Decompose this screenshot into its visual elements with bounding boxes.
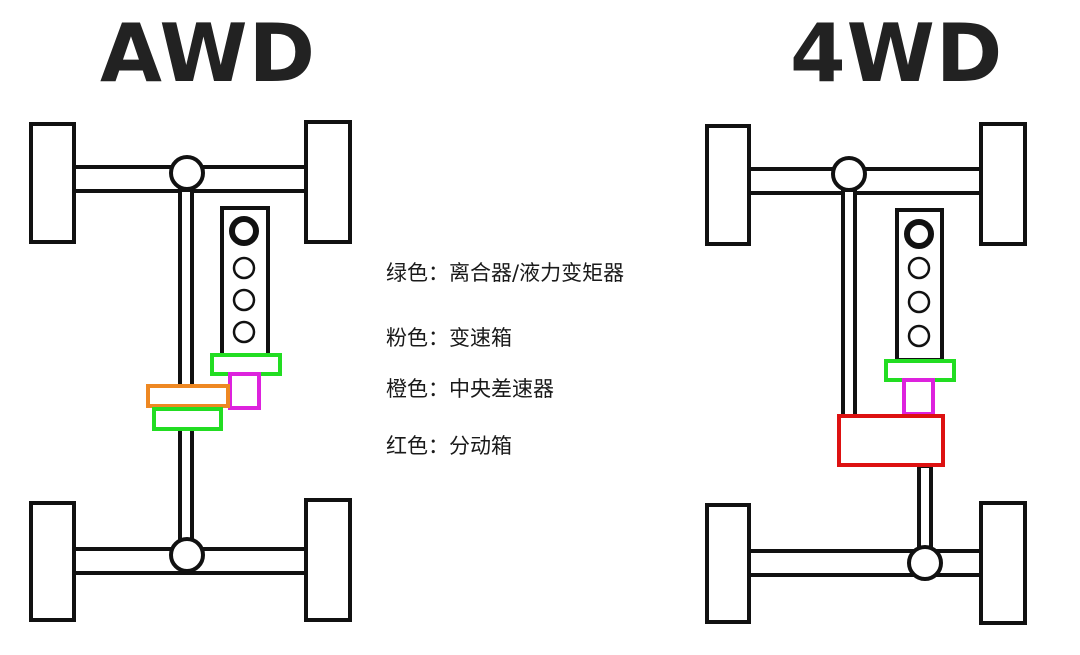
awd-front-differential (169, 155, 205, 191)
4wd-front-right-wheel (979, 122, 1027, 246)
4wd-front-driveshaft (841, 188, 857, 418)
4wd-front-left-wheel (705, 124, 751, 246)
4wd-rear-differential (907, 545, 943, 581)
4wd-transfer-case (837, 414, 945, 467)
4wd-rear-left-wheel (705, 503, 751, 624)
awd-cylinder (232, 288, 256, 312)
4wd-cylinder (907, 256, 931, 280)
4wd-rear-axle (746, 549, 986, 577)
awd-cylinder (232, 320, 256, 344)
awd-drivetrain (29, 120, 352, 622)
4wd-rear-driveshaft (917, 464, 933, 554)
legend-separator: ： (428, 377, 449, 401)
awd-center-differential (146, 384, 230, 408)
legend-meaning: 离合器/液力变矩器 (449, 261, 625, 285)
4wd-front-differential (831, 156, 867, 192)
awd-cylinder (229, 216, 259, 246)
awd-clutch-torque-converter (210, 353, 282, 376)
legend-item-green: 绿色：离合器/液力变矩器 (386, 257, 624, 287)
awd-center-clutch (152, 407, 223, 431)
awd-driveshaft-front (178, 188, 194, 388)
legend-color-name: 粉色 (386, 326, 428, 350)
4wd-cylinder (904, 219, 934, 249)
legend-item-pink: 粉色：变速箱 (386, 322, 512, 352)
4wd-clutch-torque-converter (884, 359, 956, 382)
4wd-cylinder (907, 290, 931, 314)
4wd-transmission (902, 378, 935, 416)
awd-driveshaft-rear (178, 427, 194, 553)
legend-separator: ： (428, 261, 449, 285)
legend-color-name: 绿色 (386, 261, 428, 285)
legend-meaning: 变速箱 (449, 326, 512, 350)
awd-rear-left-wheel (29, 501, 76, 622)
awd-rear-differential (169, 537, 205, 573)
4wd-title: 4WD (790, 7, 1004, 100)
awd-front-left-wheel (29, 122, 76, 244)
legend-color-name: 橙色 (386, 377, 428, 401)
4wd-cylinder (907, 324, 931, 348)
legend-meaning: 中央差速器 (449, 377, 554, 401)
legend-meaning: 分动箱 (449, 434, 512, 458)
legend-separator: ： (428, 434, 449, 458)
awd-transmission (228, 372, 261, 410)
awd-rear-right-wheel (304, 498, 352, 622)
awd-front-right-wheel (304, 120, 352, 244)
4wd-rear-right-wheel (979, 501, 1027, 625)
legend-item-orange: 橙色：中央差速器 (386, 373, 554, 403)
4wd-drivetrain (705, 122, 1027, 625)
awd-title: AWD (100, 7, 316, 100)
legend-color-name: 红色 (386, 434, 428, 458)
legend-item-red: 红色：分动箱 (386, 430, 512, 460)
awd-cylinder (232, 256, 256, 280)
legend-separator: ： (428, 326, 449, 350)
